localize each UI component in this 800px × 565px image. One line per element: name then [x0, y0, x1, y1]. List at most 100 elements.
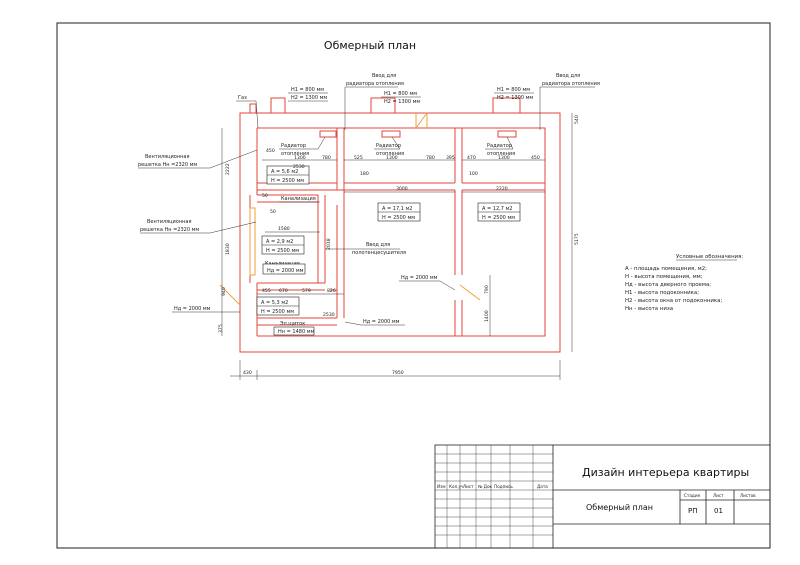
- col-izm: Изм: [437, 484, 446, 489]
- dim-50-b: 50: [262, 193, 268, 199]
- room-3-area: А = 12,7 м2: [482, 206, 512, 212]
- middle-window-h1: Н1 = 800 мм: [384, 91, 417, 97]
- legend-item-6: Нн - высота низа: [625, 306, 673, 312]
- middle-window-h2: Н2 = 1300 мм: [384, 99, 420, 105]
- dim-2530-b: 2530: [323, 312, 335, 318]
- dim-1300-a: 1300: [294, 155, 306, 161]
- col-date: Дата: [537, 484, 548, 489]
- radiator-1: [319, 130, 337, 138]
- radiator-inlet-2-line2: радиатора отопления: [542, 81, 600, 87]
- shield-line1: Эл.щиток: [280, 321, 305, 327]
- radiator-inlet-1-line1: Ввод для: [372, 73, 396, 79]
- legend-item-5: Н2 - высота окна от подоконника;: [625, 298, 722, 304]
- col-sign: Подпись: [494, 484, 513, 489]
- vent-2-line1: Вентиляционная: [147, 219, 191, 225]
- vent-1-line2: решетка Нн =2320 мм: [138, 162, 197, 168]
- legend-item-1: А - площадь помещения, м2;: [625, 266, 707, 272]
- dim-100: 100: [469, 171, 478, 177]
- door-height-room: Нд = 2000 мм: [401, 275, 438, 281]
- left-window-h1: Н1 = 800 мм: [291, 87, 324, 93]
- dim-470: 470: [467, 155, 476, 161]
- dim-7950: 7950: [392, 370, 404, 376]
- dim-940: 940: [221, 287, 227, 296]
- door-height-entry: Нд = 2000 мм: [174, 306, 211, 312]
- dim-2018: 2018: [326, 238, 332, 250]
- radiator-2: [381, 130, 401, 138]
- dim-430: 430: [243, 370, 252, 376]
- legend-title: Условные обозначения:: [676, 254, 743, 260]
- annotations: Газ Н1 = 800 мм Н2 = 1300 мм Н1 = 800 мм…: [138, 73, 600, 336]
- radiator-3: [497, 130, 517, 138]
- radiators: [319, 130, 517, 138]
- radiator-2-line1: Радиатор: [376, 143, 401, 149]
- radiator-inlet-1-line2: радиатора отопления: [346, 81, 404, 87]
- radiator-3-line1: Радиатор: [487, 143, 512, 149]
- sheet-frame: [56, 22, 771, 549]
- dim-2220: 2220: [496, 186, 508, 192]
- room-2-area: А = 17,1 м2: [382, 206, 412, 212]
- right-window-h1: Н1 = 800 мм: [497, 87, 530, 93]
- label-gas: Газ: [238, 95, 247, 101]
- sheet-value: 01: [714, 507, 723, 515]
- title-block-text: Изм Кол.уч Лист № Док Подпись Дата Стади…: [437, 484, 756, 498]
- dim-525: 525: [354, 155, 363, 161]
- dim-780-a: 780: [322, 155, 331, 161]
- radiator-1-line1: Радиатор: [281, 143, 306, 149]
- door-height-corridor: Нд = 2000 мм: [363, 319, 400, 325]
- title-block: [434, 444, 771, 549]
- stage-value: РП: [688, 507, 698, 515]
- room-3-height: Н = 2500 мм: [482, 215, 515, 221]
- dim-1830: 1830: [225, 243, 231, 255]
- window-openings: [249, 97, 521, 113]
- dim-375: 375: [218, 324, 224, 333]
- left-window-h2: Н2 = 1300 мм: [291, 95, 327, 101]
- dim-670: 670: [279, 288, 288, 294]
- shield-line2: Нн = 1480 мм: [278, 329, 314, 335]
- legend-item-4: Н1 - высота подоконника;: [625, 290, 699, 296]
- room-1-height: Н = 2500 мм: [271, 178, 304, 184]
- dim-790: 790: [484, 285, 490, 294]
- dim-450-b: 450: [531, 155, 540, 161]
- orange-details: [219, 112, 481, 306]
- dim-1400: 1400: [484, 310, 490, 322]
- legend-item-2: Н - высота помещения, мм;: [625, 274, 703, 280]
- room-4-height: Н = 2500 мм: [266, 248, 299, 254]
- dim-1300-b: 1300: [386, 155, 398, 161]
- right-window-h2: Н2 = 1300 мм: [497, 95, 533, 101]
- room-labels: А = 5,6 м2 Н = 2500 мм А = 17,1 м2 Н = 2…: [256, 165, 521, 316]
- dim-50-a: 50: [270, 209, 276, 215]
- dimensions: 1300 450 780 525 1300 780 395 470 1300 4…: [218, 113, 580, 380]
- door-height-bath: Нд = 2000 мм: [267, 268, 304, 274]
- dim-2222: 2222: [225, 163, 231, 175]
- towel-inlet-line1: Ввод для: [366, 242, 390, 248]
- sheet-label: Лист: [713, 493, 724, 498]
- dim-455: 455: [262, 288, 271, 294]
- dim-1300-c: 1300: [498, 155, 510, 161]
- room-5-height: Н = 2500 мм: [261, 309, 294, 315]
- room-5-area: А = 5,3 м2: [261, 300, 288, 306]
- vent-2-line2: решетка Нн =2320 мм: [140, 227, 199, 233]
- sheet-name: Обмерный план: [586, 503, 653, 512]
- dim-780-b: 780: [426, 155, 435, 161]
- col-kol: Кол.уч: [449, 484, 464, 489]
- stage-label: Стадия: [684, 493, 701, 498]
- legend-item-3: Нд - высота дверного проема;: [625, 282, 711, 288]
- room-4-area: А = 2,9 м2: [266, 239, 293, 245]
- sheets-label: Листов: [740, 493, 756, 498]
- dim-2530-a: 2530: [293, 164, 305, 170]
- dim-540: 540: [574, 115, 580, 124]
- col-list: Лист: [463, 484, 474, 489]
- radiator-1-line2: отопления: [281, 151, 309, 157]
- dim-3000: 3000: [396, 186, 408, 192]
- project-title: Дизайн интерьера квартиры: [582, 466, 749, 479]
- dim-826: 826: [327, 288, 336, 294]
- radiator-inlet-2-line1: Ввод для: [556, 73, 580, 79]
- dim-5175: 5175: [574, 233, 580, 245]
- radiator-3-line2: отопления: [487, 151, 515, 157]
- room-2-height: Н = 2500 мм: [382, 215, 415, 221]
- sheet-title: Обмерный план: [324, 39, 416, 52]
- dim-1580: 1580: [278, 226, 290, 232]
- room-1-area: А = 5,6 м2: [271, 169, 298, 175]
- towel-inlet-line2: полотенцесушителя: [352, 250, 406, 256]
